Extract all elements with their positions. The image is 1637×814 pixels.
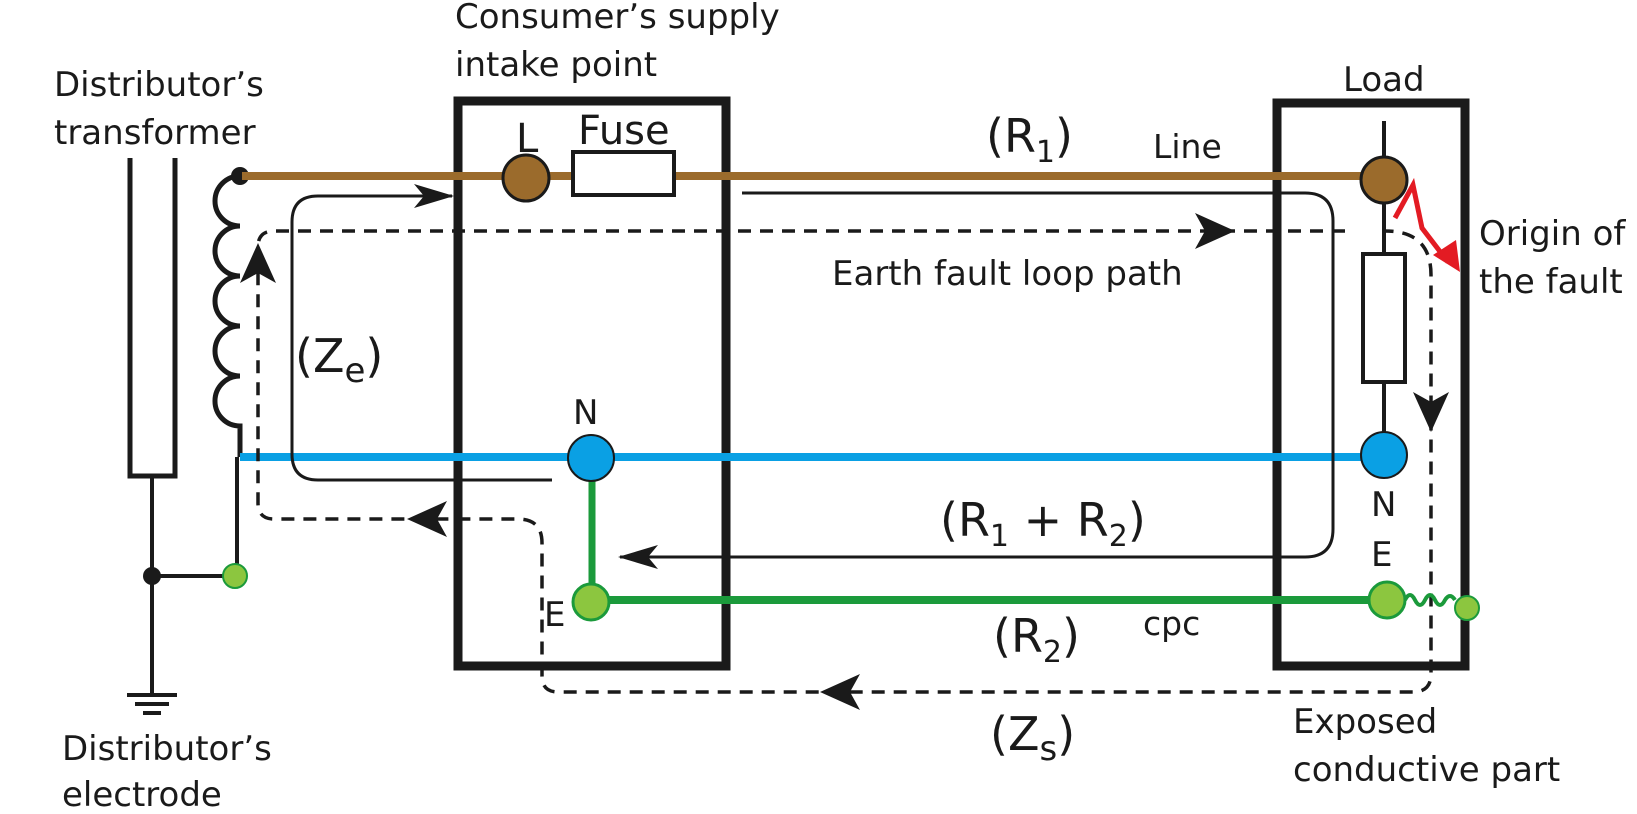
- r1-label: (R1): [986, 109, 1073, 170]
- loop-arrow-up: [240, 243, 276, 283]
- transformer-icon: [127, 158, 249, 693]
- fuse-icon: [571, 150, 676, 197]
- loop-arrow-left-bottom: [820, 674, 860, 710]
- ze-label: (Ze): [295, 329, 383, 391]
- r1-plus-r2-label: (R1 + R2): [940, 493, 1146, 554]
- terminal-e-intake-label: E: [544, 595, 565, 635]
- exposed-conductive-part-label-1: Exposed: [1293, 702, 1437, 742]
- loop-arrow-down: [1413, 392, 1449, 432]
- loop-arrow-right: [1195, 213, 1235, 249]
- r2-label: (R2): [993, 609, 1080, 670]
- line-terminal-load: [1359, 155, 1409, 205]
- r1-r2-loop-path: [618, 191, 1335, 569]
- origin-of-fault-label-2: the fault: [1479, 262, 1623, 302]
- load-label: Load: [1343, 60, 1425, 100]
- cpc-label: cpc: [1143, 604, 1200, 643]
- consumer-intake-label-2: intake point: [455, 45, 657, 85]
- exposed-conductive-part-terminal: [1454, 595, 1480, 621]
- terminal-n-intake-label: N: [573, 393, 598, 433]
- exposed-conductive-part-label-2: conductive part: [1293, 750, 1560, 790]
- consumer-intake-box: [453, 96, 731, 671]
- fault-arrow-icon: [1392, 177, 1460, 272]
- fuse-label: Fuse: [578, 108, 670, 154]
- earth-terminal-load: [1367, 580, 1407, 620]
- zs-label: (Zs): [990, 707, 1075, 769]
- distributor-electrode-label-2: electrode: [62, 775, 222, 814]
- neutral-terminal-intake: [567, 434, 615, 482]
- distributor-transformer-label-2: transformer: [54, 113, 256, 153]
- earth-electrode-icon: [127, 693, 177, 715]
- distributor-transformer-label-1: Distributor’s: [54, 65, 264, 105]
- earth-fault-loop-dashed-path: [256, 229, 1433, 694]
- distributor-earth-terminal: [222, 563, 248, 589]
- exposed-part-link: [1403, 593, 1457, 607]
- load-box: [1272, 98, 1470, 671]
- loop-arrow-left-upper: [407, 501, 447, 537]
- ze-loop-path: [290, 184, 552, 482]
- terminal-n-load-label: N: [1371, 485, 1396, 525]
- line-terminal-intake: [501, 153, 551, 203]
- terminal-e-load-label: E: [1371, 535, 1392, 575]
- consumer-intake-label-1: Consumer’s supply: [455, 0, 780, 37]
- neutral-terminal-load: [1360, 431, 1408, 479]
- distributor-electrode-label-1: Distributor’s: [62, 729, 272, 769]
- origin-of-fault-label-1: Origin of: [1479, 214, 1626, 254]
- earth-fault-loop-path-label: Earth fault loop path: [832, 254, 1183, 294]
- earth-terminal-intake: [571, 582, 611, 622]
- terminal-l-label: L: [516, 116, 539, 162]
- line-label: Line: [1153, 127, 1222, 166]
